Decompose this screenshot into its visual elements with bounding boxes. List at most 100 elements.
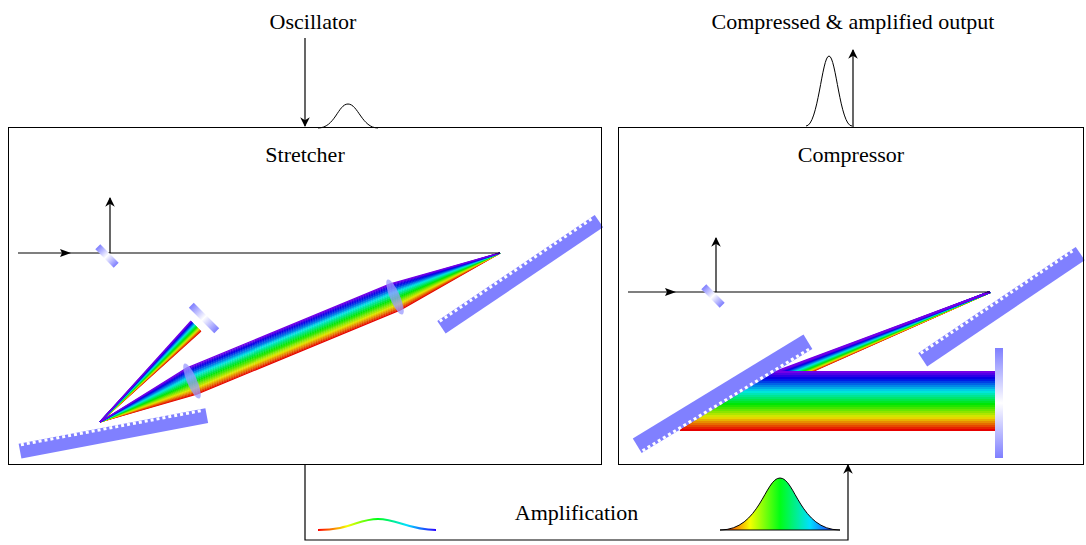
grating-groove [960,323,964,327]
spectral-ray [100,253,500,422]
mirror [701,284,724,307]
spectral-ray [100,253,500,422]
grating-groove [454,308,458,312]
grating-groove [683,423,687,427]
grating-groove [719,401,723,405]
grating-groove [765,373,769,377]
beam-line [628,291,990,292]
grating-groove [459,305,463,309]
grating-groove [32,440,36,444]
mirror [95,244,118,267]
grating-groove [523,261,527,265]
grating-groove [558,238,562,242]
grating-groove [573,228,577,232]
grating-groove [68,434,72,438]
grating-groove [925,347,929,351]
spectral-ray [100,253,500,422]
spectral-ray [696,292,995,420]
spectral-ray [687,292,995,426]
grating-groove [688,420,692,424]
grating-groove [950,330,954,334]
grating-groove [698,414,702,418]
spectral-ray [683,292,995,428]
grating-groove [775,367,779,371]
spectral-ray [700,292,995,418]
grating-groove [1014,287,1018,291]
spectral-ray [716,292,995,408]
grating-groove [50,437,54,441]
grating-groove [739,389,743,393]
mirror [189,303,219,333]
grating-groove [479,291,483,295]
grating [437,215,603,334]
spectral-ray [100,253,500,422]
grating-groove [1004,293,1008,297]
grating-groove [62,435,66,439]
grating-groove [744,385,748,389]
pulse-shape [318,104,378,128]
box-title: Stretcher [9,142,601,168]
grating [19,408,208,458]
grating-groove [578,224,582,228]
spectral-ray [690,292,995,424]
grating-groove [186,412,190,416]
grating-groove [449,312,453,316]
grating-groove [439,318,443,322]
spectral-ray [100,253,500,422]
system-box: Stretcher [8,127,602,465]
grating-groove [642,448,646,452]
grating-body [633,334,813,453]
grating-groove [56,436,60,440]
grating-groove [760,376,764,380]
grating-groove [533,255,537,259]
grating-groove [693,417,697,421]
grating-groove [749,382,753,386]
lens [180,362,204,401]
grating-groove [1019,283,1023,287]
grating-groove [920,350,924,354]
grating-groove [1039,270,1043,274]
grating-groove [673,429,677,433]
spectral-ray [713,292,995,410]
spectral-ray [100,253,500,422]
grating-groove [504,275,508,279]
grating-groove [985,307,989,311]
grating-groove [583,221,587,225]
spectral-ray [100,253,500,422]
grating-groove [801,351,805,355]
output-arrow [715,238,716,292]
spectral-ray [100,253,500,422]
spectral-ray [100,253,500,422]
grating-groove [708,407,712,411]
spectral-ray [100,322,192,422]
end-mirror [995,348,1003,458]
grating-groove [780,364,784,368]
grating-groove [133,422,137,426]
grating-groove [80,432,84,436]
grating-groove [940,337,944,341]
grating-groove [474,295,478,299]
grating-groove [538,251,542,255]
grating-body [19,408,208,458]
grating-groove [980,310,984,314]
grating-groove [995,300,999,304]
spectral-ray [709,292,995,412]
spectral-ray [100,253,500,422]
grating-groove [734,392,738,396]
grating-groove [955,327,959,331]
grating-groove [1059,256,1063,260]
amplification-path [305,465,848,540]
grating-groove [652,442,656,446]
grating-groove [139,420,143,424]
grating-groove [528,258,532,262]
grating-groove [975,313,979,317]
grating-groove [484,288,488,292]
spectral-ray [100,253,500,422]
grating-groove [1024,280,1028,284]
spectral-ray [703,292,995,416]
grating-groove [197,409,201,413]
grating-groove [109,426,113,430]
